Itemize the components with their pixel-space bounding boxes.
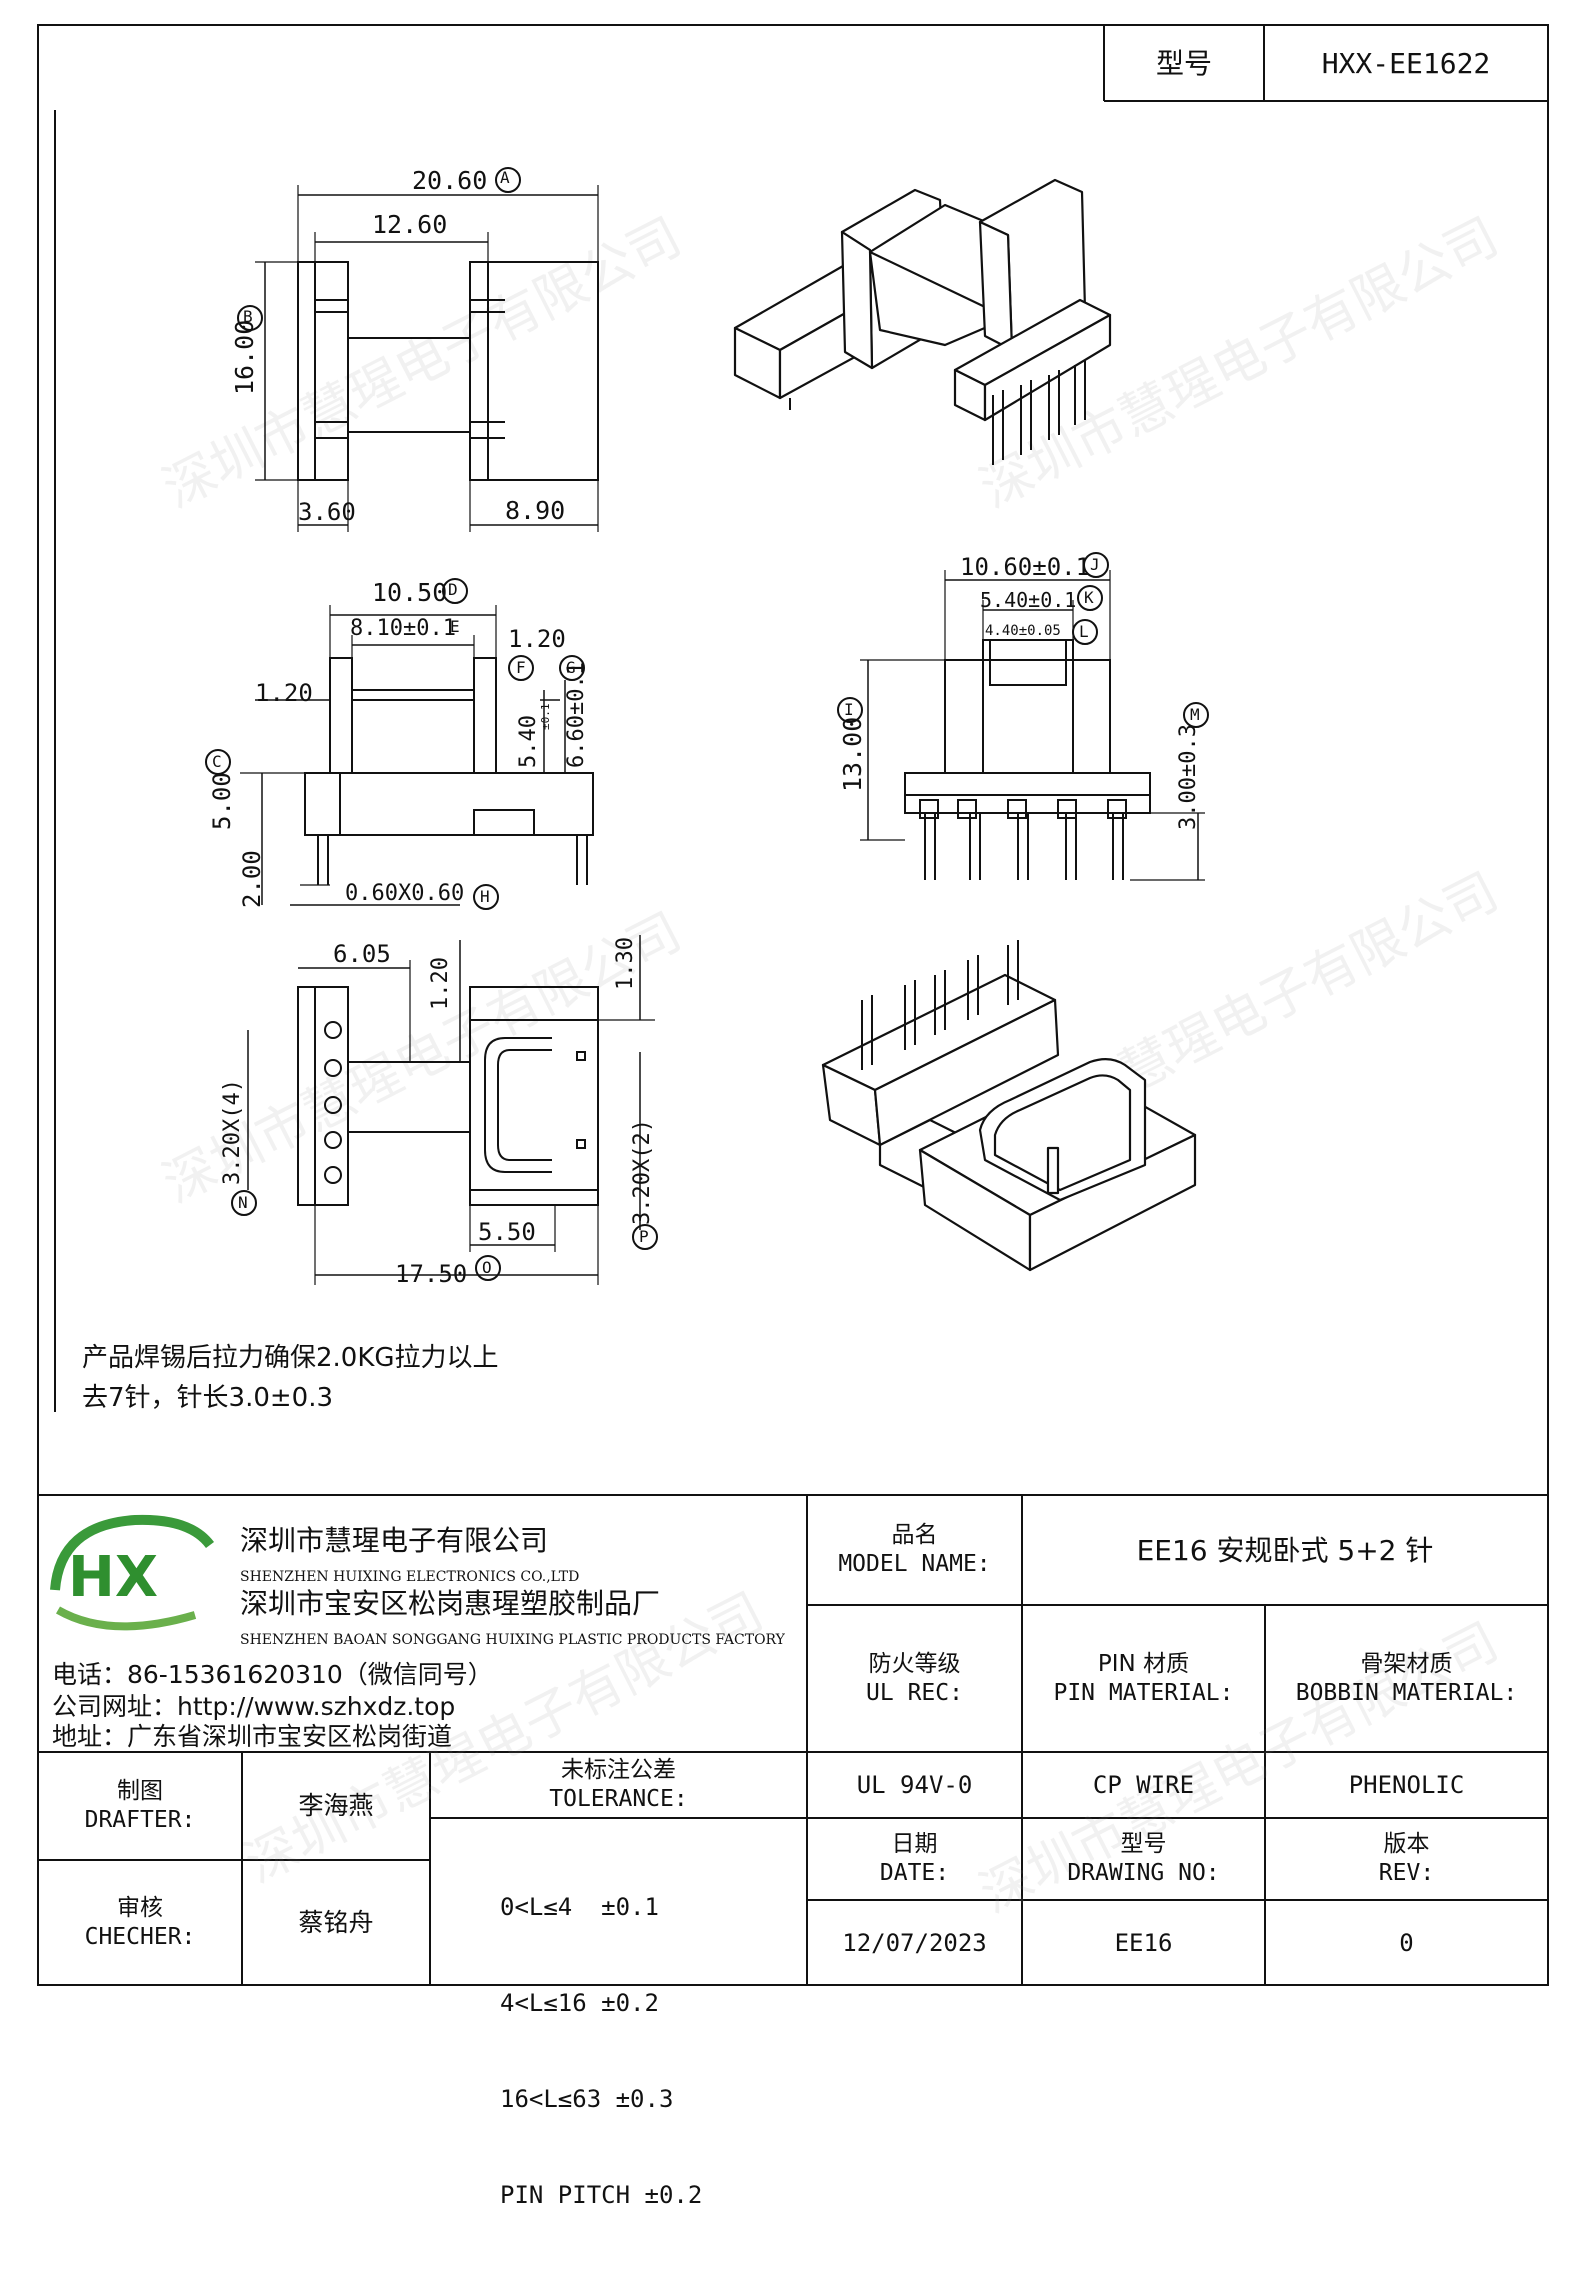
callout-o: O — [482, 1258, 492, 1277]
dim-front-w2: 5.40±0.1 — [980, 588, 1077, 612]
tolerance-item: 16<L≤63 ±0.3 — [500, 2085, 674, 2113]
dim-right-flange: 1.20 — [508, 625, 566, 653]
drawing-sheet: 深圳市慧瑆电子有限公司 深圳市慧瑆电子有限公司 深圳市慧瑆电子有限公司 深圳市慧… — [37, 24, 1549, 2209]
dim-flange: 3.60 — [298, 498, 356, 526]
factory-name-cn: 深圳市宝安区松岗惠瑆塑胶制品厂 — [240, 1587, 661, 1620]
dim-front-w1: 10.60±0.1 — [960, 553, 1091, 581]
ul-value: UL 94V-0 — [856, 1771, 973, 1799]
callout-d: D — [448, 580, 458, 599]
drafter-label: 制图 DRAFTER: — [84, 1778, 196, 1833]
company-website: 公司网址：http://www.szhxdz.top — [52, 1692, 456, 1721]
dim-front-w3: 4.40±0.05 — [985, 623, 1061, 639]
callout-p: P — [639, 1227, 649, 1246]
checker-name: 蔡铭舟 — [298, 1907, 374, 1937]
dim-right-section: 8.90 — [505, 496, 566, 525]
dim-inner: 8.10±0.1 — [350, 616, 456, 641]
callout-n: N — [238, 1193, 248, 1212]
callout-c: C — [212, 752, 222, 771]
tolerance-item: 4<L≤16 ±0.2 — [500, 1989, 659, 2017]
tolerance-list: 0<L≤4 ±0.1 4<L≤16 ±0.2 16<L≤63 ±0.3 PIN … — [500, 1827, 702, 2275]
note-line-2: 去7针，针长3.0±0.3 — [82, 1383, 334, 1413]
tolerance-item: PIN PITCH ±0.2 — [500, 2181, 703, 2209]
ul-rec-label: 防火等级 UL REC: — [866, 1650, 963, 1706]
pin-material-label: PIN 材质 PIN MATERIAL: — [1053, 1650, 1234, 1706]
drawing-no-label: 型号 DRAWING NO: — [1067, 1831, 1220, 1886]
callout-a: A — [500, 168, 510, 187]
front-view-drawing — [837, 552, 1209, 881]
dim-side-width: 10.50 — [372, 578, 448, 607]
callout-j: J — [1090, 555, 1100, 574]
company-name-en: SHENZHEN HUIXING ELECTRONICS CO.,LTD — [240, 1569, 580, 1585]
revision-value: 0 — [1399, 1928, 1414, 1957]
frame-lines — [37, 24, 1549, 1986]
dim-bottom-length: 17.50 — [395, 1260, 468, 1288]
callout-l: L — [1079, 622, 1089, 641]
dim-pin-section: 0.60X0.60 — [345, 881, 465, 906]
callout-k: K — [1084, 588, 1094, 607]
drafter-name: 李海燕 — [298, 1791, 374, 1821]
callout-g: G — [566, 658, 576, 677]
company-name-cn: 深圳市慧瑆电子有限公司 — [240, 1524, 549, 1557]
factory-name-en: SHENZHEN BAOAN SONGGANG HUIXING PLASTIC … — [240, 1632, 785, 1648]
tolerance-item: 0<L≤4 ±0.1 — [500, 1893, 659, 1921]
header-label: 型号 — [1155, 46, 1212, 80]
isometric-view-1 — [733, 178, 1112, 465]
dim-left-flange: 1.20 — [255, 679, 313, 707]
bobbin-material-value: PHENOLIC — [1348, 1771, 1465, 1799]
company-address: 地址：广东省深圳市宝安区松岗街道 — [52, 1722, 453, 1751]
isometric-view-2 — [821, 940, 1197, 1272]
bottom-view-drawing — [231, 935, 658, 1285]
tolerance-label: 未标注公差 TOLERANCE: — [549, 1757, 688, 1812]
model-number: HXX-EE1622 — [1321, 46, 1491, 80]
model-name-value: EE16 安规卧式 5+2 针 — [1136, 1533, 1434, 1567]
callout-m: M — [1190, 705, 1200, 724]
drawing-no-value: EE16 — [1114, 1928, 1173, 1957]
bobbin-material-label: 骨架材质 BOBBIN MATERIAL: — [1295, 1650, 1518, 1706]
callout-f: F — [516, 658, 526, 677]
dim-inner-width: 12.60 — [372, 210, 448, 239]
revision-label: 版本 REV: — [1378, 1831, 1435, 1886]
date-value: 12/07/2023 — [842, 1928, 987, 1957]
checker-label: 审核 CHECHER: — [84, 1894, 196, 1950]
date-label: 日期 DATE: — [879, 1831, 950, 1886]
callout-e: E — [450, 617, 460, 636]
model-name-label: 品名 MODEL NAME: — [838, 1522, 991, 1577]
dim-bottom-d1: 6.05 — [333, 940, 391, 968]
dim-bottom-d4: 5.50 — [478, 1218, 536, 1246]
side-view-drawing — [205, 578, 594, 910]
company-phone: 电话：86-15361620310（微信同号） — [52, 1660, 493, 1689]
pin-material-value: CP WIRE — [1092, 1771, 1195, 1799]
callout-b: B — [243, 307, 253, 326]
logo-lettering: HX — [68, 1545, 159, 1610]
callout-h: H — [480, 887, 490, 906]
note-line-1: 产品焊锡后拉力确保2.0KG拉力以上 — [82, 1343, 499, 1373]
callout-i: I — [844, 700, 854, 719]
top-view-drawing — [237, 167, 599, 532]
dim-overall-width: 20.60 — [412, 166, 488, 195]
company-logo — [50, 1514, 215, 1631]
